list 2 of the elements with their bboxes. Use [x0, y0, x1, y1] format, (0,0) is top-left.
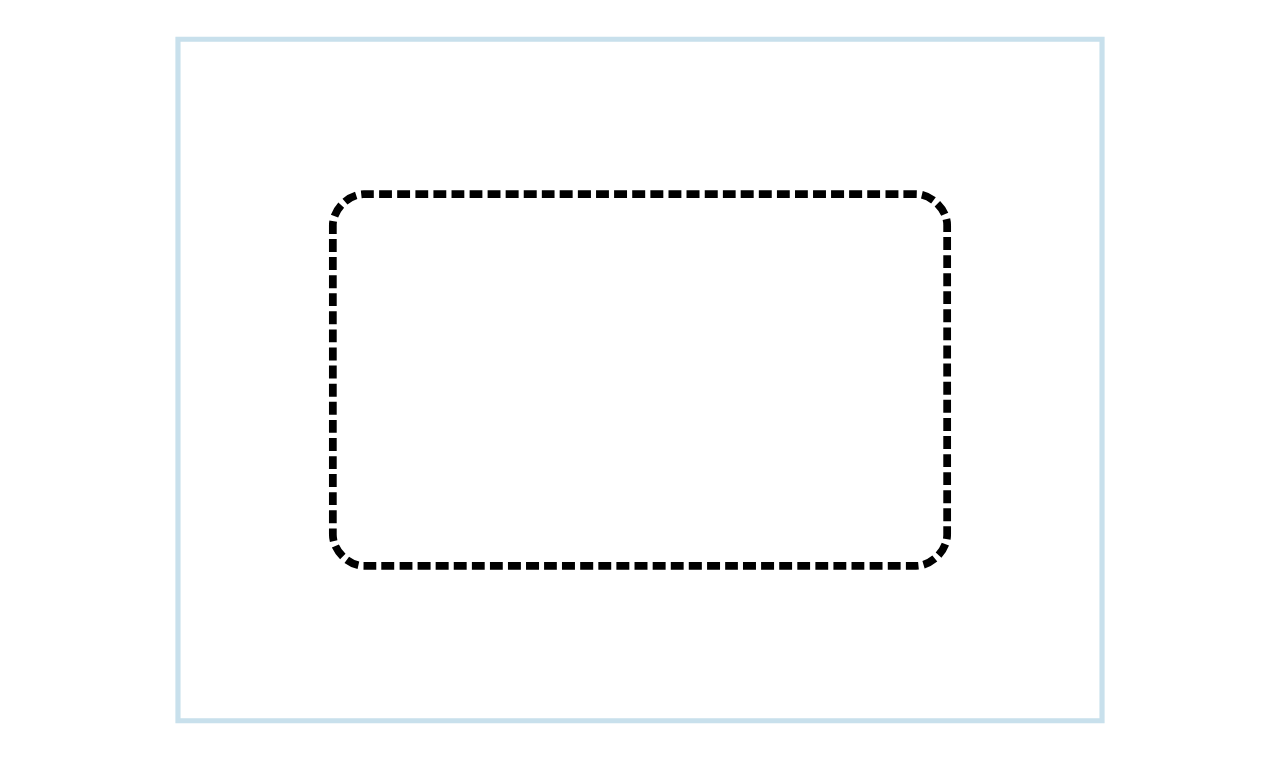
node-box: [328, 190, 952, 570]
cluster: [175, 36, 1105, 724]
